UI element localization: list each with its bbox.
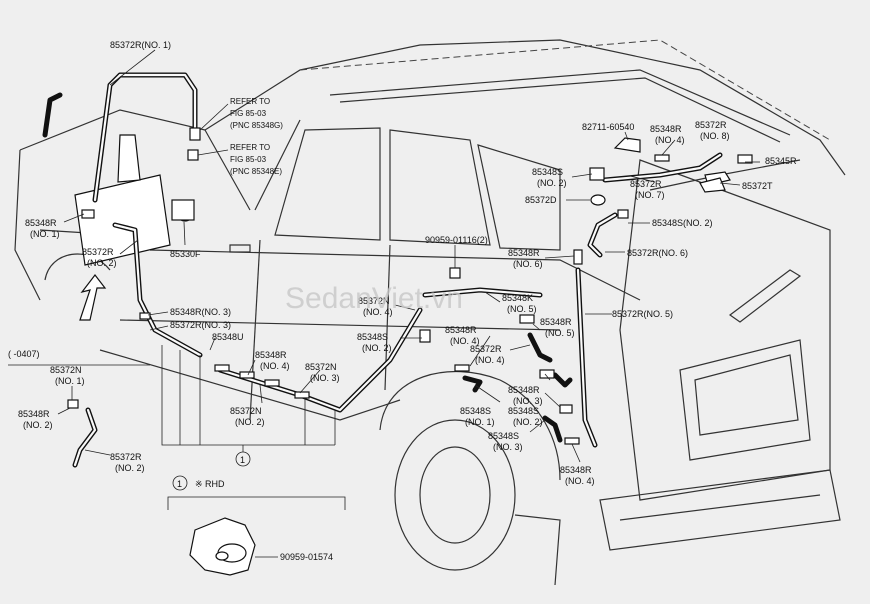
rhd-callout-circle: [172, 475, 188, 491]
label-refer1-line2: FIG 85-03: [230, 109, 267, 118]
label-85372N-no4-sub: (NO. 4): [363, 307, 393, 317]
leader-lines: [63, 49, 760, 463]
label-85348S-no3-sub: (NO. 3): [493, 442, 523, 452]
label-85348R-no3: 85348R(NO. 3): [170, 307, 231, 317]
label-85348S-no1: 85348S: [460, 406, 491, 416]
label-85348R-no1-sub: (NO. 1): [30, 229, 60, 239]
label-range-0407: ( -0407): [8, 349, 40, 359]
label-85348S-no2-top-sub: (NO. 2): [537, 178, 567, 188]
label-85348R-no4-left: 85348R: [255, 350, 287, 360]
hose-lines: [42, 72, 723, 448]
label-85330F: 85330F: [170, 249, 201, 259]
label-85348S-no2-top: 85348S: [532, 167, 563, 177]
label-85348R-no1: 85348R: [25, 218, 57, 228]
label-85348R-no4-bottom: 85348R: [560, 465, 592, 475]
label-85372R-no7: 85372R: [630, 179, 662, 189]
front-arrow-icon: [79, 274, 107, 321]
label-85348R-no5: 85348R: [540, 317, 572, 327]
label-85348K-sub: (NO. 5): [507, 304, 537, 314]
label-85348R-no4-mid-sub: (NO. 4): [450, 336, 480, 346]
label-inset-85372R: 85372R: [110, 452, 142, 462]
label-85348R-no4-bottom-sub: (NO. 4): [565, 476, 595, 486]
label-85372N-no3-sub: (NO. 3): [310, 373, 340, 383]
label-85348S-no2-right: 85348S(NO. 2): [652, 218, 713, 228]
label-85372R-no5: 85372R(NO. 5): [612, 309, 673, 319]
label-inset-85372N-sub: (NO. 1): [55, 376, 85, 386]
label-85372R-no6: 85372R(NO. 6): [627, 248, 688, 258]
label-85372T: 85372T: [742, 181, 773, 191]
label-85348R-no4-mid: 85348R: [445, 325, 477, 335]
label-inset-85348R: 85348R: [18, 409, 50, 419]
label-85348S-no2-low-sub: (NO. 2): [513, 417, 543, 427]
label-85372N-no2-sub: (NO. 2): [235, 417, 265, 427]
label-refer2-line2: FIG 85-03: [230, 155, 267, 164]
label-90959-01574: 90959-01574: [280, 552, 333, 562]
label-90959-01116: 90959-01116(2): [425, 235, 488, 245]
label-85348S-no3: 85348S: [488, 431, 519, 441]
group-callout-circle: [235, 451, 251, 467]
label-85348R-no3-right-sub: (NO. 3): [513, 396, 543, 406]
label-85348R-no4-top-sub: (NO. 4): [655, 135, 685, 145]
label-85372R-no2-sub: (NO. 2): [87, 258, 117, 268]
label-rhd-note: ※ RHD: [195, 479, 225, 489]
part-labels: 85372R(NO. 1) REFER TO FIG 85-03 (PNC 85…: [8, 40, 797, 562]
label-85348R-no3-right: 85348R: [508, 385, 540, 395]
label-82711-60540: 82711-60540: [582, 122, 634, 132]
fittings: [81, 127, 753, 445]
label-85348S-no2-mid: 85348S: [357, 332, 388, 342]
label-refer2-line1: REFER TO: [230, 143, 270, 152]
label-85372R-no3: 85372R(NO. 3): [170, 320, 231, 330]
label-85372N-no4: 85372N: [358, 296, 390, 306]
label-circle-1-rhd: 1: [177, 479, 182, 489]
label-inset-85372R-sub: (NO. 2): [115, 463, 145, 473]
inset-0407: [8, 364, 150, 468]
label-85372R-no8: 85372R: [695, 120, 727, 130]
label-refer2-line3: (PNC 85348E): [230, 167, 282, 176]
label-inset-85372N: 85372N: [50, 365, 82, 375]
label-85348R-no6-sub: (NO. 6): [513, 259, 543, 269]
label-85372R-no7-sub: (NO. 7): [635, 190, 665, 200]
label-85348S-no2-low: 85348S: [508, 406, 539, 416]
label-85345R: 85345R: [765, 156, 797, 166]
label-85372N-no2: 85372N: [230, 406, 262, 416]
label-85372R-no4: 85372R: [470, 344, 502, 354]
rhd-detail: [167, 451, 346, 576]
watermark-text: SedanViet.vn: [285, 282, 463, 315]
label-85348R-no4-top: 85348R: [650, 124, 682, 134]
washer-tank: [74, 134, 195, 266]
label-refer1-line3: (PNC 85348G): [230, 121, 283, 130]
label-inset-85348R-sub: (NO. 2): [23, 420, 53, 430]
label-circle-1-group: 1: [240, 455, 245, 465]
label-85348K: 85348K: [502, 293, 533, 303]
label-85372D: 85372D: [525, 195, 557, 205]
label-85348S-no1-sub: (NO. 1): [465, 417, 495, 427]
label-refer1-line1: REFER TO: [230, 97, 270, 106]
label-85372R-no4-sub: (NO. 4): [475, 355, 505, 365]
label-85348U: 85348U: [212, 332, 244, 342]
label-85348R-no4-left-sub: (NO. 4): [260, 361, 290, 371]
label-85348S-no2-mid-sub: (NO. 2): [362, 343, 392, 353]
label-85372R-no8-sub: (NO. 8): [700, 131, 730, 141]
label-85348R-no6: 85348R: [508, 248, 540, 258]
label-85372R-no1: 85372R(NO. 1): [110, 40, 171, 50]
label-85348R-no5-sub: (NO. 5): [545, 328, 575, 338]
label-85372R-no2: 85372R: [82, 247, 114, 257]
label-85372N-no3: 85372N: [305, 362, 337, 372]
